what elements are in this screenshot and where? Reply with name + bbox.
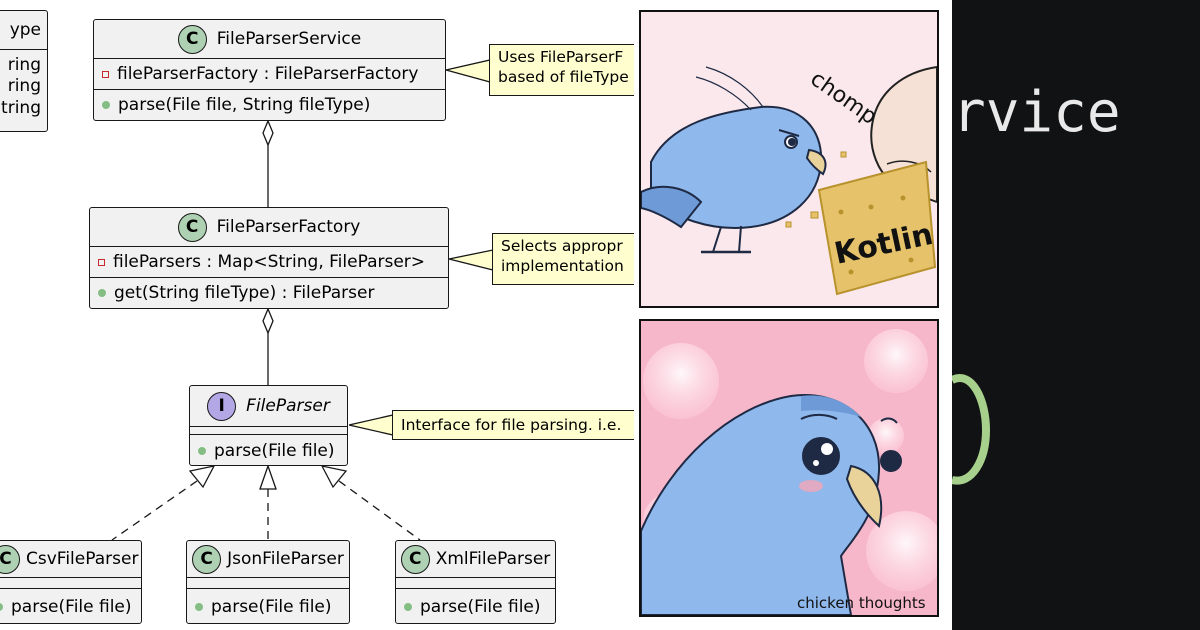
- aggregation-diamond-factory: [262, 307, 274, 335]
- empty-attribute-compartment: [396, 578, 555, 589]
- class-method-row: parse(File file, String fileType): [94, 90, 445, 120]
- class-json-file-parser[interactable]: C JsonFileParser parse(File file): [186, 540, 350, 624]
- class-name: CsvFileParser: [26, 549, 139, 569]
- note-anchor-factory: [448, 249, 494, 271]
- note-line: based of fileType: [498, 68, 629, 86]
- interface-stereotype-icon: I: [207, 391, 237, 421]
- note-anchor-parser: [348, 414, 394, 436]
- class-name: FileParserFactory: [216, 217, 361, 237]
- class-header: C JsonFileParser: [187, 541, 349, 578]
- bird-eating-cracker-illustration: chomp Kotlin: [641, 65, 937, 296]
- note-anchor-service: [445, 59, 491, 83]
- note-factory: Selects appropr implementation: [492, 233, 640, 285]
- uml-diagram: ype ring ring tring C FileParserService …: [0, 10, 640, 624]
- interface-name: FileParser: [246, 396, 330, 416]
- public-visibility-icon: [195, 602, 203, 611]
- empty-attribute-compartment: [0, 578, 141, 589]
- method-text: parse(File file, String fileType): [118, 95, 371, 115]
- class-header: C FileParserFactory: [90, 208, 448, 247]
- sad-bird-illustration: chicken thoughts: [641, 329, 937, 615]
- class-file-parser-service[interactable]: C FileParserService fileParserFactory : …: [93, 19, 446, 121]
- class-header: C FileParserService: [94, 20, 445, 59]
- method-text: get(String fileType) : FileParser: [114, 283, 375, 303]
- class-stereotype-icon: C: [177, 212, 207, 242]
- dark-terminal-panel: rvice: [952, 0, 1200, 630]
- class-header: I FileParser: [190, 386, 347, 427]
- class-stereotype-icon: C: [192, 544, 222, 574]
- class-attribute-row: fileParserFactory : FileParserFactory: [94, 59, 445, 90]
- class-stereotype-icon: C: [400, 544, 430, 574]
- public-visibility-icon: [0, 602, 3, 611]
- class-csv-file-parser[interactable]: C CsvFileParser parse(File file): [0, 540, 142, 624]
- class-stereotype-icon: C: [177, 24, 207, 54]
- public-visibility-icon: [198, 447, 206, 455]
- cut-class-line: ype: [9, 20, 41, 40]
- private-visibility-icon: [98, 258, 105, 266]
- empty-attribute-compartment: [187, 578, 349, 589]
- method-text: parse(File file): [11, 596, 132, 617]
- comic-sfx: chomp: [806, 66, 882, 129]
- note-line: Interface for file parsing. i.e.: [401, 416, 622, 434]
- private-visibility-icon: [102, 70, 109, 78]
- class-name: XmlFileParser: [435, 549, 551, 569]
- attribute-text: fileParserFactory : FileParserFactory: [117, 64, 419, 84]
- cut-class-line: tring: [1, 98, 41, 118]
- note-service: Uses FileParserF based of fileType: [489, 44, 640, 96]
- cut-class-line: ring: [7, 55, 41, 75]
- terminal-text: rvice: [952, 80, 1121, 145]
- class-header: C CsvFileParser: [0, 541, 141, 578]
- class-name: JsonFileParser: [227, 549, 344, 569]
- method-text: parse(File file): [214, 441, 335, 461]
- attribute-text: fileParsers : Map<String, FileParser>: [113, 252, 426, 272]
- blue-bird-shape: [641, 66, 827, 254]
- class-method-row: get(String fileType) : FileParser: [90, 278, 448, 308]
- class-file-parser-factory[interactable]: C FileParserFactory fileParsers : Map<St…: [89, 207, 449, 309]
- cut-off-class: ype ring ring tring: [0, 10, 48, 132]
- realization-line-csv: [111, 480, 198, 541]
- public-visibility-icon: [98, 289, 106, 297]
- note-line: Selects appropr: [501, 237, 623, 255]
- realization-line-xml: [338, 480, 421, 541]
- realization-arrow-xml: [320, 465, 348, 489]
- aggregation-diamond-service: [262, 119, 274, 147]
- method-text: parse(File file): [420, 596, 541, 617]
- public-visibility-icon: [102, 101, 110, 109]
- class-method-row: parse(File file): [190, 435, 347, 467]
- empty-attribute-compartment: [190, 427, 347, 435]
- comic-credit: chicken thoughts: [797, 594, 926, 612]
- method-text: parse(File file): [211, 596, 332, 617]
- class-name: FileParserService: [216, 29, 362, 49]
- comic-panel-chomp: chomp Kotlin: [639, 10, 939, 308]
- realization-arrow-csv: [188, 465, 216, 489]
- comic-strip: chomp Kotlin: [634, 0, 952, 630]
- realization-arrow-json: [259, 464, 277, 490]
- comic-panel-chicken-thoughts: chicken thoughts: [639, 319, 939, 617]
- class-method-row: parse(File file): [396, 589, 555, 624]
- public-visibility-icon: [404, 602, 412, 611]
- interface-file-parser[interactable]: I FileParser parse(File file): [189, 385, 348, 466]
- class-xml-file-parser[interactable]: C XmlFileParser parse(File file): [395, 540, 556, 624]
- green-ring-icon: [952, 374, 991, 485]
- cut-class-line: ring: [7, 76, 41, 96]
- note-line: implementation: [501, 257, 624, 275]
- class-header: C XmlFileParser: [396, 541, 555, 578]
- note-line: Uses FileParserF: [498, 48, 624, 66]
- class-stereotype-icon: C: [0, 544, 20, 574]
- class-attribute-row: fileParsers : Map<String, FileParser>: [90, 247, 448, 278]
- note-parser: Interface for file parsing. i.e.: [392, 410, 640, 440]
- diagram-connectors: [111, 59, 494, 541]
- class-method-row: parse(File file): [0, 589, 141, 624]
- blue-bird-shape: [641, 394, 902, 615]
- cracker-shape: [817, 160, 937, 296]
- class-method-row: parse(File file): [187, 589, 349, 624]
